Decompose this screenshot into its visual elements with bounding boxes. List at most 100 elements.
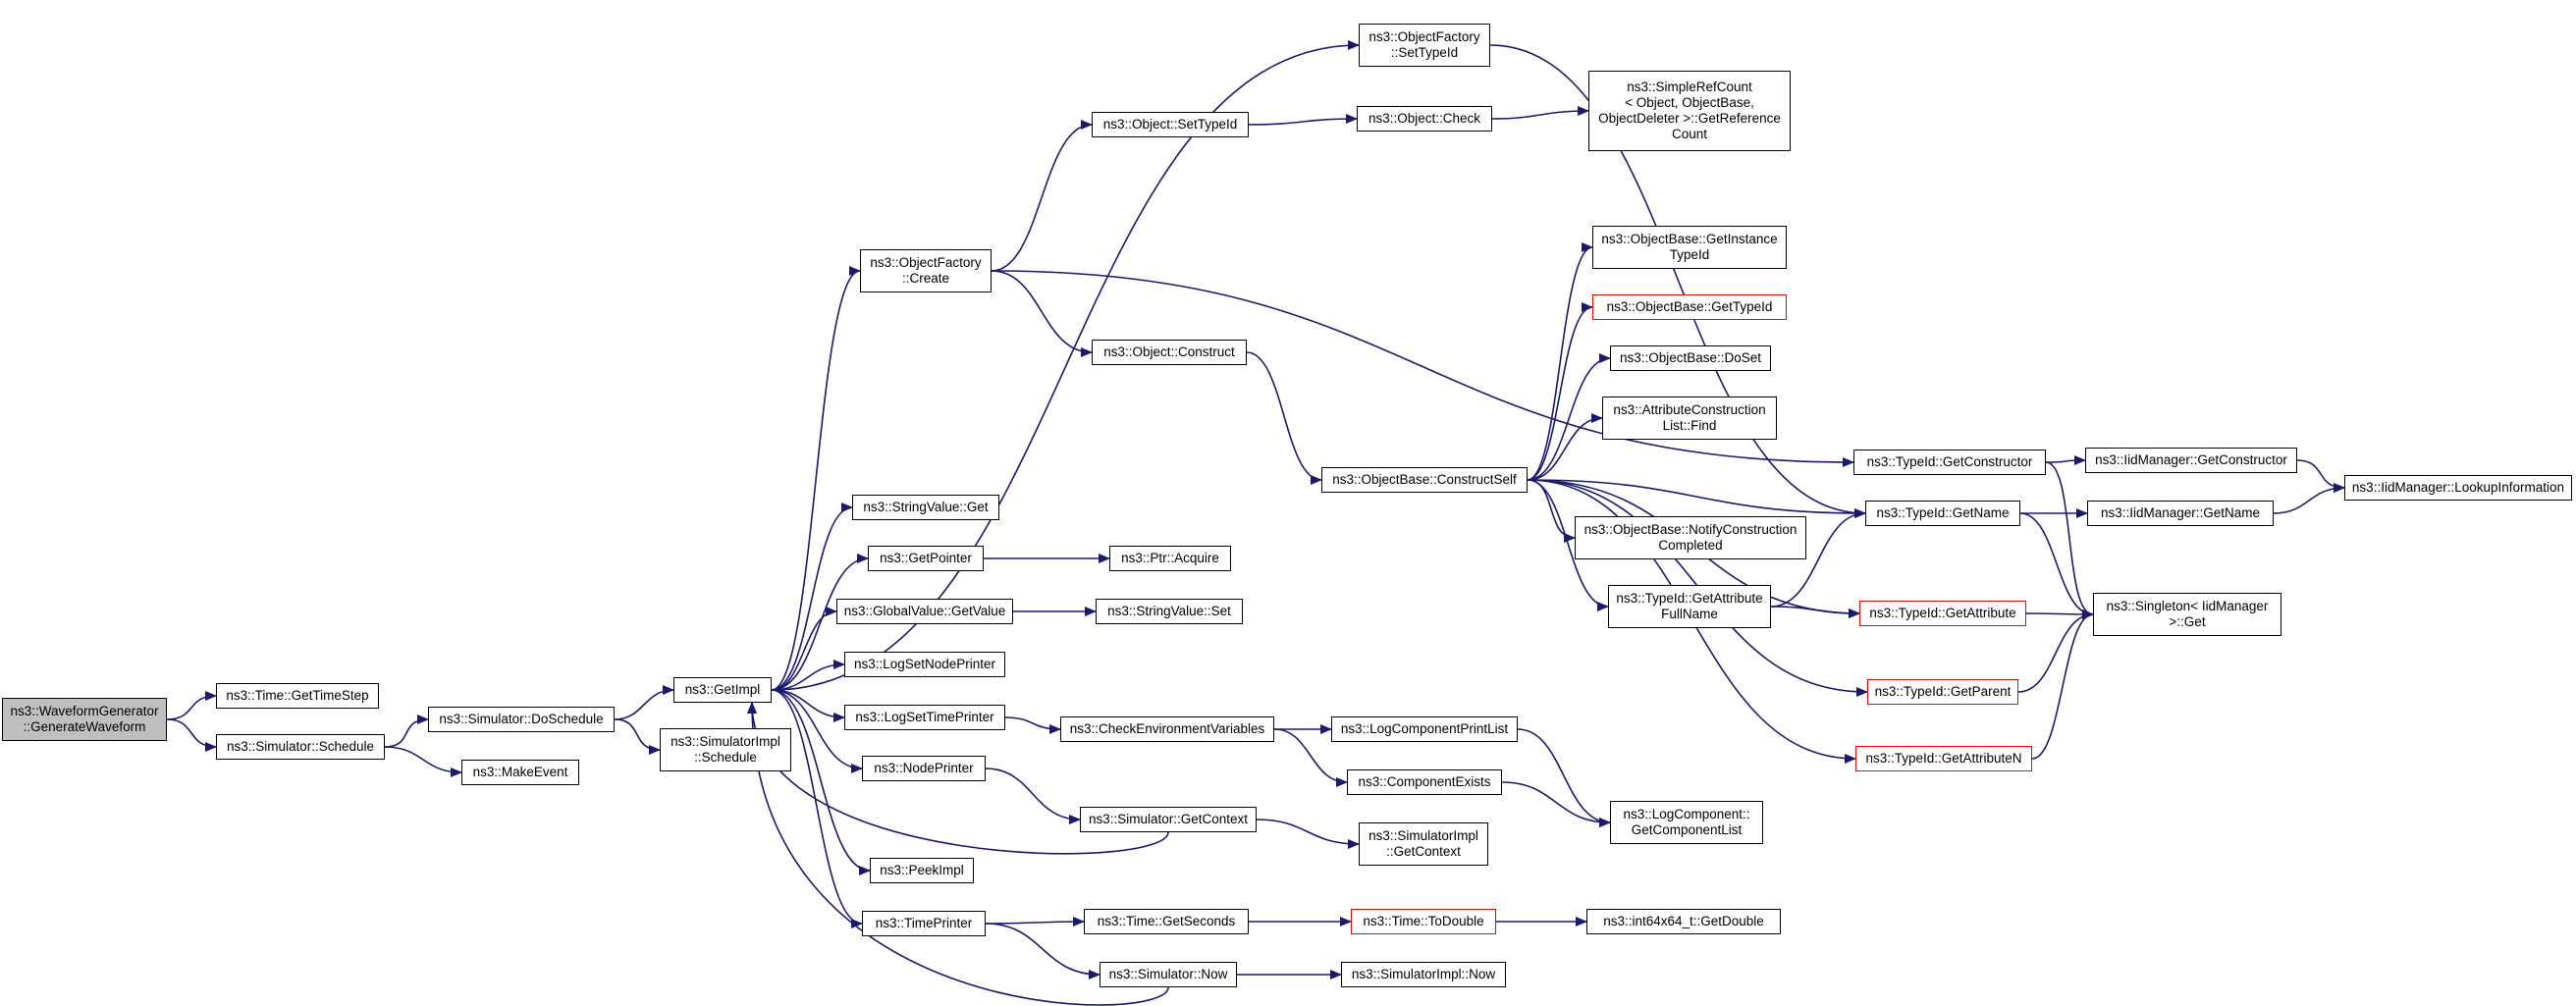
node-int64x64-getdouble[interactable]: ns3::int64x64_t::GetDouble	[1586, 909, 1781, 934]
node-label-line: ns3::LogSetTimePrinter	[855, 710, 994, 724]
node-getpointer[interactable]: ns3::GetPointer	[868, 546, 984, 571]
node-label-line: ns3::ObjectFactory	[1368, 29, 1480, 44]
node-iidmanager-getconstructor[interactable]: ns3::IidManager::GetConstructor	[2085, 448, 2297, 473]
node-nodeprinter[interactable]: ns3::NodePrinter	[862, 756, 986, 781]
node-iidmanager-getname[interactable]: ns3::IidManager::GetName	[2087, 501, 2274, 526]
edge-n12-n9	[991, 120, 1093, 272]
edge-n45-n49	[985, 923, 1100, 980]
node-simulator-schedule[interactable]: ns3::Simulator::Schedule	[216, 734, 385, 760]
node-timeprinter[interactable]: ns3::TimePrinter	[862, 911, 986, 936]
node-iidmanager-lookupinformation[interactable]: ns3::IidManager::LookupInformation	[2344, 475, 2572, 501]
node-stringvalue-set[interactable]: ns3::StringValue::Set	[1096, 599, 1243, 624]
node-simulator-getcontext[interactable]: ns3::Simulator::GetContext	[1080, 807, 1257, 832]
edge-n21-n22	[2045, 455, 2086, 466]
node-typeid-getattributen[interactable]: ns3::TypeId::GetAttributeN	[1855, 746, 2032, 771]
node-simulatorimpl-now[interactable]: ns3::SimulatorImpl::Now	[1341, 962, 1506, 987]
node-objectbase-constructself[interactable]: ns3::ObjectBase::ConstructSelf	[1321, 467, 1528, 493]
node-label-line: ns3::Object::Check	[1368, 111, 1481, 126]
node-label-line: FullName	[1661, 607, 1718, 621]
node-peekimpl[interactable]: ns3::PeekImpl	[870, 858, 974, 883]
node-label-line: ns3::LogComponentPrintList	[1340, 721, 1509, 736]
node-label-line: ns3::GlobalValue::GetValue	[843, 604, 1006, 618]
node-label-line: ns3::Time::ToDouble	[1363, 914, 1484, 928]
node-time-todouble[interactable]: ns3::Time::ToDouble	[1351, 909, 1496, 934]
node-label-line: ns3::ObjectBase::NotifyConstruction	[1583, 522, 1798, 537]
node-logcomponentprintlist[interactable]: ns3::LogComponentPrintList	[1331, 716, 1518, 742]
edge-n42-n43	[1256, 819, 1360, 849]
node-label-line: ns3::Time::GetTimeStep	[226, 688, 369, 703]
edge-n6-n44	[771, 689, 871, 875]
node-logsetnodeprinter[interactable]: ns3::LogSetNodePrinter	[844, 652, 1005, 677]
node-label-line: ns3::ComponentExists	[1358, 774, 1491, 789]
node-label-line: ns3::ObjectBase::DoSet	[1619, 350, 1762, 365]
node-label-line: ns3::GetPointer	[880, 551, 972, 565]
node-typeid-getconstructor[interactable]: ns3::TypeId::GetConstructor	[1853, 450, 2046, 475]
node-typeid-getname[interactable]: ns3::TypeId::GetName	[1865, 501, 2020, 526]
node-checkenvironmentvariables[interactable]: ns3::CheckEnvironmentVariables	[1060, 716, 1274, 742]
node-label-line: ns3::TypeId::GetConstructor	[1866, 454, 2033, 469]
node-label-line: ns3::LogSetNodePrinter	[853, 657, 996, 671]
node-label-line: ::Create	[901, 271, 950, 286]
node-ptr-acquire[interactable]: ns3::Ptr::Acquire	[1109, 546, 1231, 571]
node-logcomponent-getcomponentlist[interactable]: ns3::LogComponent::GetComponentList	[1610, 801, 1763, 844]
node-label-line: GetComponentList	[1631, 822, 1743, 837]
node-object-settypeid[interactable]: ns3::Object::SetTypeId	[1092, 112, 1249, 137]
edge-n18-n20	[1527, 479, 1609, 611]
node-label-line: ns3::Simulator::DoSchedule	[439, 712, 604, 726]
edge-n1-n2	[166, 691, 217, 720]
edge-n6-n33	[771, 607, 837, 691]
node-time-gettimestep[interactable]: ns3::Time::GetTimeStep	[216, 683, 379, 709]
node-objectbase-gettypeid[interactable]: ns3::ObjectBase::GetTypeId	[1592, 294, 1787, 320]
node-stringvalue-get[interactable]: ns3::StringValue::Get	[852, 495, 999, 520]
edge-n45-n46	[985, 917, 1085, 927]
edge-n18-n15	[1527, 302, 1593, 481]
node-label-line: TypeId	[1669, 247, 1710, 262]
node-label-line: ns3::Ptr::Acquire	[1121, 551, 1219, 565]
node-label-line: ::GetContext	[1386, 844, 1461, 859]
node-makeevent[interactable]: ns3::MakeEvent	[461, 760, 579, 785]
node-simulatorimpl-schedule[interactable]: ns3::SimulatorImpl::Schedule	[660, 728, 791, 771]
edge-n12-n21	[991, 270, 1854, 467]
edge-n6-n41	[771, 689, 863, 773]
edge-n36-n37	[1004, 716, 1061, 734]
node-typeid-getattribute[interactable]: ns3::TypeId::GetAttribute	[1859, 601, 2026, 626]
edge-n38-n40	[1517, 728, 1611, 827]
node-label-line: ns3::LogComponent::	[1623, 807, 1750, 821]
node-componentexists[interactable]: ns3::ComponentExists	[1347, 769, 1502, 795]
node-label-line: ns3::Simulator::Schedule	[226, 739, 375, 754]
node-label-line: >::Get	[2169, 614, 2206, 629]
node-typeid-getparent[interactable]: ns3::TypeId::GetParent	[1867, 679, 2018, 705]
node-label-line: ns3::WaveformGenerator	[10, 704, 159, 718]
node-label-line: ns3::StringValue::Get	[863, 500, 989, 514]
node-label-line: ns3::MakeEvent	[472, 765, 568, 779]
node-globalvalue-getvalue[interactable]: ns3::GlobalValue::GetValue	[836, 599, 1013, 624]
node-object-check[interactable]: ns3::Object::Check	[1357, 106, 1492, 132]
node-simplerefcount-getreferencecount[interactable]: ns3::SimpleRefCount< Object, ObjectBase,…	[1588, 71, 1791, 151]
node-logsettimeprinter[interactable]: ns3::LogSetTimePrinter	[844, 705, 1005, 730]
edge-n13-n18	[1246, 351, 1322, 485]
edge-n25-n23	[2273, 483, 2345, 514]
edge-n8-n24	[1489, 44, 1866, 518]
node-singleton-iidmanager-get[interactable]: ns3::Singleton< IidManager>::Get	[2093, 593, 2281, 636]
node-simulator-now[interactable]: ns3::Simulator::Now	[1100, 962, 1237, 987]
edge-n37-n39	[1273, 728, 1348, 787]
node-label-line: ns3::SimpleRefCount	[1627, 79, 1752, 94]
node-label-line: List::Find	[1662, 418, 1717, 433]
node-time-getseconds[interactable]: ns3::Time::GetSeconds	[1084, 909, 1249, 934]
node-objectfactory-settypeid[interactable]: ns3::ObjectFactory::SetTypeId	[1359, 24, 1490, 67]
node-waveformgenerator-generatewaveform: ns3::WaveformGenerator::GenerateWaveform	[2, 698, 167, 741]
node-label-line: ns3::int64x64_t::GetDouble	[1603, 914, 1764, 928]
edge-n20-n24	[1770, 508, 1866, 608]
node-objectfactory-create[interactable]: ns3::ObjectFactory::Create	[860, 249, 992, 292]
node-simulator-doschedule[interactable]: ns3::Simulator::DoSchedule	[428, 707, 615, 732]
node-object-construct[interactable]: ns3::Object::Construct	[1092, 340, 1247, 365]
node-label-line: ns3::TypeId::GetAttribute	[1869, 606, 2016, 620]
edge-n3-n5	[384, 746, 462, 777]
node-getimpl[interactable]: ns3::GetImpl	[673, 677, 772, 703]
node-simulatorimpl-getcontext[interactable]: ns3::SimulatorImpl::GetContext	[1359, 822, 1488, 866]
node-objectbase-doset[interactable]: ns3::ObjectBase::DoSet	[1610, 345, 1771, 371]
